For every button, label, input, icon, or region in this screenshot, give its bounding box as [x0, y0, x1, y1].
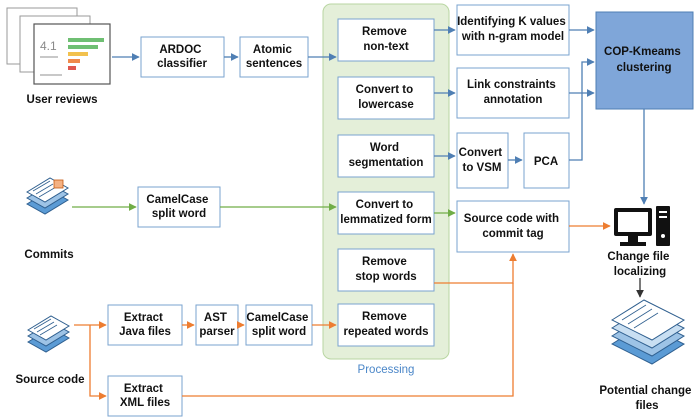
computer-icon	[614, 206, 670, 246]
step-lemmatized-form: Convert to lemmatized form	[337, 191, 435, 235]
user-reviews-label: User reviews	[27, 94, 98, 106]
camelcase-commits-box: CamelCase split word	[137, 186, 221, 228]
pca-box: PCA	[523, 132, 570, 189]
svg-text:Atomic sentences: Atomic sentences	[246, 44, 302, 70]
step-convert-lowercase: Convert to lowercase	[337, 76, 435, 120]
svg-text:PCA: PCA	[534, 156, 558, 168]
svg-text:Remove repeated words: Remove repeated words	[344, 311, 429, 338]
svg-text:AST parser: AST parser	[199, 312, 235, 338]
svg-text:Extract XML files: Extract XML files	[120, 383, 170, 409]
step-remove-stop-words: Remove stop words	[337, 248, 435, 292]
commits-label: Commits	[24, 249, 73, 261]
commits-icon	[26, 177, 69, 215]
svg-text:Convert to lowercase: Convert to lowercase	[356, 84, 417, 111]
camelcase-source-box: CamelCase split word	[245, 304, 313, 346]
atomic-sentences-box: Atomic sentences	[239, 36, 309, 78]
svg-text:Word segmentation: Word segmentation	[349, 142, 424, 169]
change-file-localizing-label: Change file localizing	[607, 251, 672, 278]
source-code-icon	[27, 315, 70, 353]
arrows-green	[72, 203, 456, 217]
svg-text:Convert to VSM: Convert to VSM	[459, 147, 506, 174]
svg-text:ARDOC classifier: ARDOC classifier	[157, 44, 207, 70]
source-code-label: Source code	[15, 374, 84, 386]
convert-vsm-box: Convert to VSM	[456, 132, 509, 189]
svg-text:COP-Kmeams clustering: COP-Kmeams clustering	[604, 46, 684, 74]
svg-text:Identifying K values wit: Identifying K values with n-gram model	[457, 16, 569, 43]
processing-label: Processing	[358, 364, 415, 376]
svg-text:Link constraints annotat: Link constraints annotation	[467, 79, 559, 106]
review-rating: 4.1	[40, 39, 57, 53]
step-remove-non-text: Remove non-text	[337, 18, 435, 62]
step-remove-repeated-words: Remove repeated words	[337, 303, 435, 347]
svg-text:Remove stop words: Remove stop words	[355, 256, 416, 283]
user-reviews-icon: 4.1	[6, 7, 111, 85]
ardoc-classifier-box: ARDOC classifier	[140, 36, 225, 78]
svg-text:Convert to lemmatized fo: Convert to lemmatized form	[340, 199, 431, 226]
cop-kmeams-clustering-box: COP-Kmeams clustering	[595, 11, 694, 110]
step-word-segmentation: Word segmentation	[337, 134, 435, 178]
link-constraints-box: Link constraints annotation	[456, 67, 570, 119]
ast-parser-box: AST parser	[195, 304, 239, 346]
extract-java-box: Extract Java files	[107, 304, 183, 346]
potential-change-files-icon	[610, 299, 686, 365]
source-code-commit-tag-box: Source code with commit tag	[456, 200, 570, 253]
arrows-orange	[74, 222, 611, 400]
extract-xml-box: Extract XML files	[107, 375, 183, 417]
svg-text:Extract Java files: Extract Java files	[119, 312, 171, 338]
svg-text:CamelCase split word: CamelCase split word	[146, 194, 211, 220]
svg-text:Remove non-text: Remove non-text	[362, 26, 410, 53]
arrows-blue	[112, 26, 648, 205]
identifying-k-values-box: Identifying K values with n-gram model	[456, 4, 570, 56]
svg-text:Source code with commit: Source code with commit tag	[464, 213, 562, 240]
potential-change-files-label: Potential change files	[599, 385, 694, 412]
svg-text:CamelCase split word: CamelCase split word	[246, 312, 311, 338]
